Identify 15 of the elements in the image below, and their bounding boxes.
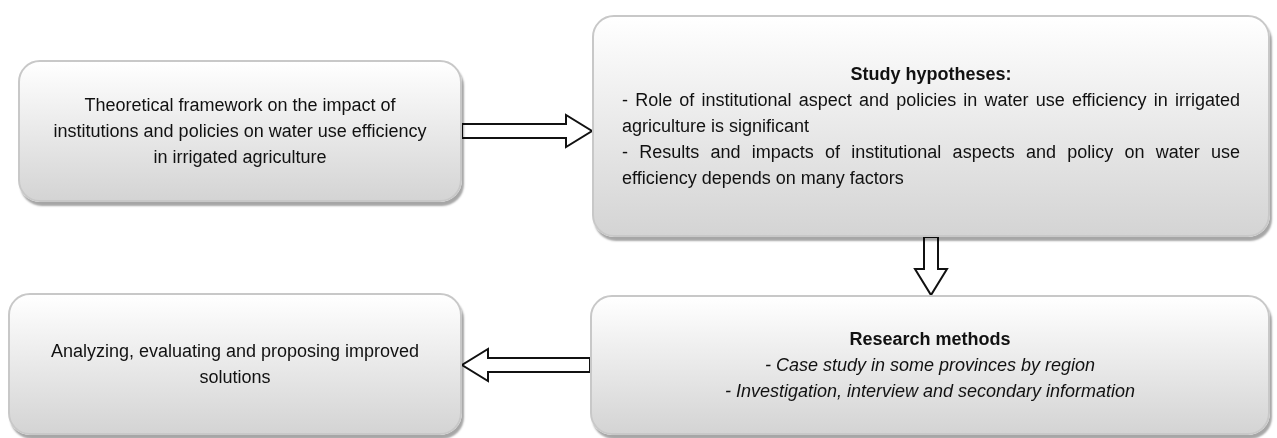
box-heading: Research methods [848,328,1012,351]
box-text: Theoretical framework on the impact of institutions and policies on water use efficiency in irrigated agriculture [52,94,428,169]
box-text: - Case study in some provinces by region [763,354,1097,377]
box-text: - Results and impacts of institutional aspects and policy on water use efficiency depends on many factors [622,141,1240,190]
box-heading: Study hypotheses: [849,63,1013,86]
rounded-box [18,60,462,202]
rounded-box [8,293,462,435]
rounded-box [590,295,1270,435]
block-arrow [460,347,591,383]
block-arrow [461,113,594,149]
rounded-box [592,15,1270,237]
box-text: Analyzing, evaluating and proposing improved solutions [49,340,421,389]
box-text: - Role of institutional aspect and policies in water use efficiency in irrigated agriculture is significant [622,89,1240,138]
block-arrow [913,236,949,297]
box-text: - Investigation, interview and secondary information [723,380,1137,403]
